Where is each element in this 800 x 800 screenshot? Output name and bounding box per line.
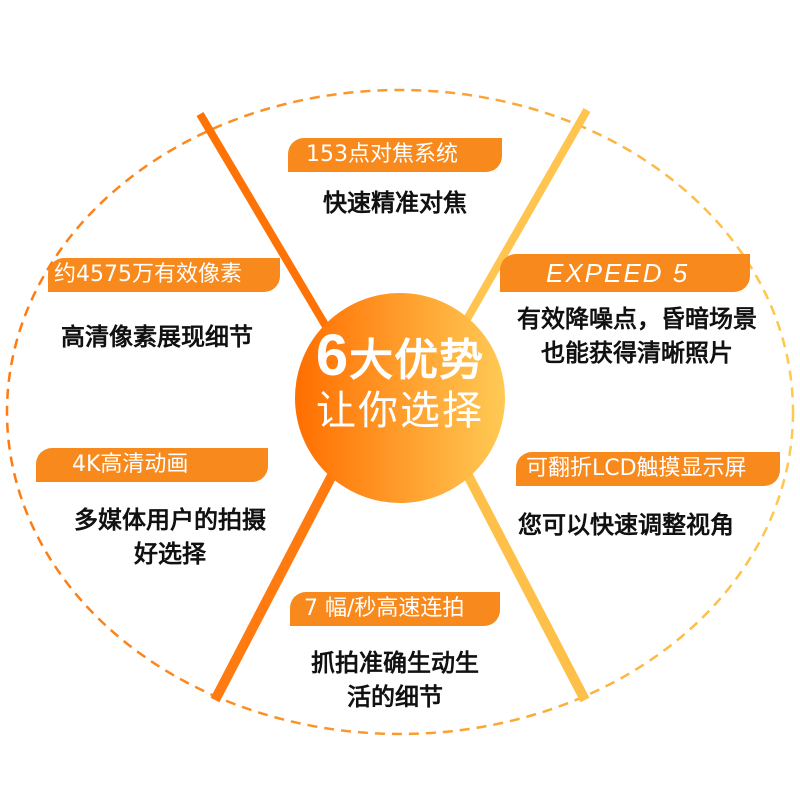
feature-desc-line: 有效降噪点，昏暗场景 [517,305,757,333]
spoke-bottom-right [455,457,590,703]
feature-label-pixels: 约4575万有效像素 [48,258,280,292]
feature-desc-lcd: 您可以快速调整视角 [486,508,766,542]
feature-label-lcd: 可翻折LCD触摸显示屏 [516,452,780,486]
feature-desc-line: 抓拍准确生动生 [311,649,479,677]
center-number: 6 [315,323,350,388]
feature-label-text: 7 幅/秒高速连拍 [304,596,465,621]
feature-desc-line: 活的细节 [347,683,443,711]
dashed-outline [5,88,795,736]
feature-desc-processor: 有效降噪点，昏暗场景 也能获得清晰照片 [490,302,784,370]
feature-desc-line: 多媒体用户的拍摄 [74,506,266,534]
spoke-bottom-left [210,457,345,703]
feature-label-text: 约4575万有效像素 [54,262,242,287]
feature-desc-line: 好选择 [134,540,206,568]
feature-label-processor: EXPEED 5 [500,254,750,292]
feature-label-text: 153点对焦系统 [306,142,458,167]
feature-label-text: 4K高清动画 [72,452,189,477]
center-subtitle: 让你选择 [316,388,484,434]
feature-label-video: 4K高清动画 [36,448,268,482]
feature-desc-focus: 快速精准对焦 [280,186,510,220]
center-circle [295,293,505,503]
feature-desc-line: 快速精准对焦 [323,189,467,217]
feature-desc-line: 也能获得清晰照片 [541,339,733,367]
feature-desc-video: 多媒体用户的拍摄 好选择 [40,503,300,571]
center-title: 6大优势 [296,327,504,387]
center-headline: 6大优势 让你选择 [296,327,504,435]
expeed-logo: EXPEED 5 [546,258,690,288]
feature-label-focus: 153点对焦系统 [288,138,502,172]
center-title-text: 大优势 [349,335,485,386]
feature-desc-pixels: 高清像素展现细节 [22,320,292,354]
feature-desc-line: 您可以快速调整视角 [518,511,734,539]
spoke-top-left [196,111,344,353]
feature-desc-burst: 抓拍准确生动生 活的细节 [280,646,510,714]
spoke-top-right [451,108,591,342]
feature-label-burst: 7 幅/秒高速连拍 [290,592,500,626]
feature-label-text: 可翻折LCD触摸显示屏 [526,456,747,481]
feature-desc-line: 高清像素展现细节 [61,323,253,351]
